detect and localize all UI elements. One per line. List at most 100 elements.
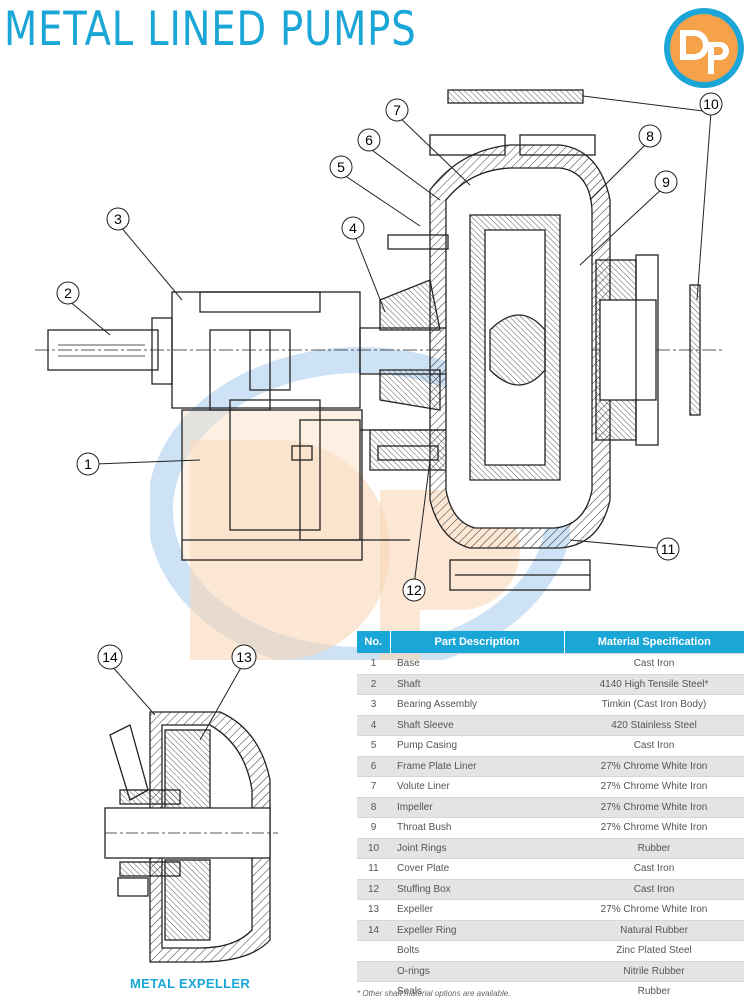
cell-mat: Rubber	[564, 837, 744, 859]
cell-no: 10	[357, 837, 390, 859]
cell-desc: Volute Liner	[390, 776, 564, 797]
svg-text:12: 12	[406, 582, 422, 598]
callout-3: 3	[106, 207, 130, 231]
svg-text:5: 5	[337, 159, 345, 175]
svg-text:3: 3	[114, 211, 122, 227]
cell-mat: Natural Rubber	[564, 919, 744, 941]
header-part-description: Part Description	[390, 631, 565, 654]
parts-table: No. Part Description Material Specificat…	[357, 631, 744, 1002]
footnote: * Other shaft material options are avail…	[357, 989, 511, 998]
callout-11: 11	[656, 537, 680, 561]
page-title: METAL LINED PUMPS	[4, 2, 417, 57]
expeller-label: METAL EXPELLER	[130, 976, 251, 991]
callout-8: 8	[638, 124, 662, 148]
cell-mat: Zinc Plated Steel	[564, 940, 744, 961]
cell-no: 6	[357, 755, 390, 777]
cell-no	[357, 981, 390, 1002]
cell-mat: Cast Iron	[564, 878, 744, 900]
cell-desc: Bolts	[390, 940, 564, 961]
cell-desc: Impeller	[390, 796, 564, 818]
callout-6: 6	[357, 128, 381, 152]
svg-text:9: 9	[662, 174, 670, 190]
cell-desc: Stuffing Box	[390, 878, 564, 900]
cell-mat: 4140 High Tensile Steel*	[564, 673, 744, 695]
cell-mat: 420 Stainless Steel	[564, 714, 744, 736]
cell-desc: O-rings	[390, 960, 564, 982]
cell-desc: Shaft	[390, 673, 564, 695]
company-logo	[664, 8, 744, 88]
cell-no: 9	[357, 817, 390, 838]
cell-desc: Seals	[390, 981, 564, 1002]
cell-no: 13	[357, 899, 390, 920]
cell-desc: Shaft Sleeve	[390, 714, 564, 736]
cell-mat: 27% Chrome White Iron	[564, 755, 744, 777]
cell-desc: Throat Bush	[390, 817, 564, 838]
callout-13: 13	[231, 644, 257, 670]
cell-no: 2	[357, 673, 390, 695]
callout-5: 5	[329, 155, 353, 179]
cell-desc: Expeller Ring	[390, 919, 564, 941]
cell-mat: Cast Iron	[564, 653, 744, 674]
cell-no: 12	[357, 878, 390, 900]
callout-2: 2	[56, 281, 80, 305]
svg-text:8: 8	[646, 128, 654, 144]
callout-14: 14	[97, 644, 123, 670]
cell-mat: Rubber	[564, 981, 744, 1002]
cell-no: 11	[357, 858, 390, 879]
callout-1: 1	[76, 452, 100, 476]
svg-text:1: 1	[84, 456, 92, 472]
header-material: Material Specification	[564, 631, 744, 654]
cell-mat: 27% Chrome White Iron	[564, 817, 744, 838]
svg-text:6: 6	[365, 132, 373, 148]
cell-desc: Base	[390, 653, 564, 674]
cell-mat: Cast Iron	[564, 735, 744, 756]
svg-text:4: 4	[349, 220, 357, 236]
svg-text:11: 11	[661, 541, 676, 557]
header-no: No.	[357, 631, 391, 654]
callout-7: 7	[385, 98, 409, 122]
callout-markers: 1 2 3 4 5 6 7 8 9 10 11 12	[56, 92, 723, 602]
cell-no: 3	[357, 694, 390, 715]
callout-10: 10	[699, 92, 723, 116]
callout-4: 4	[341, 216, 365, 240]
cell-mat: 27% Chrome White Iron	[564, 776, 744, 797]
cell-mat: Cast Iron	[564, 858, 744, 879]
cell-no: 1	[357, 653, 390, 674]
cell-desc: Frame Plate Liner	[390, 755, 564, 777]
svg-text:13: 13	[236, 649, 252, 665]
svg-text:10: 10	[703, 96, 719, 112]
callout-12: 12	[402, 578, 426, 602]
cell-no	[357, 960, 390, 982]
cell-no: 14	[357, 919, 390, 941]
metal-expeller-detail	[104, 663, 278, 963]
cell-no: 4	[357, 714, 390, 736]
cell-no	[357, 940, 390, 961]
cell-mat: 27% Chrome White Iron	[564, 796, 744, 818]
cell-mat: Nitrile Rubber	[564, 960, 744, 982]
cell-desc: Cover Plate	[390, 858, 564, 879]
svg-text:14: 14	[102, 649, 118, 665]
cell-no: 5	[357, 735, 390, 756]
cell-mat: 27% Chrome White Iron	[564, 899, 744, 920]
table-header-row: No. Part Description Material Specificat…	[357, 631, 744, 654]
cell-desc: Bearing Assembly	[390, 694, 564, 715]
svg-text:7: 7	[393, 102, 401, 118]
callout-9: 9	[654, 170, 678, 194]
cell-desc: Expeller	[390, 899, 564, 920]
